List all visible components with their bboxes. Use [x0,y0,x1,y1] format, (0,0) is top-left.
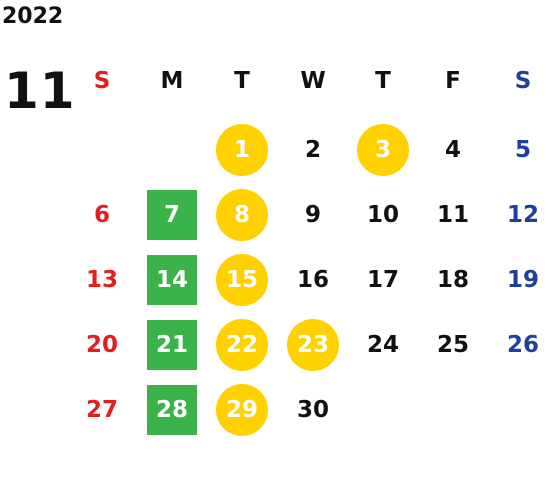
day-15[interactable]: 15 [216,254,268,306]
day-12[interactable]: 12 [506,202,539,228]
day-29[interactable]: 29 [216,384,268,436]
green-highlight-box [147,385,197,435]
day-3[interactable]: 3 [357,124,409,176]
weekday-sunday: S [93,68,111,94]
green-highlight-box [147,255,197,305]
green-highlight-box [147,320,197,370]
day-2[interactable]: 2 [304,137,321,163]
weekday-thursday: T [375,68,391,94]
day-1[interactable]: 1 [216,124,268,176]
day-14[interactable]: 14 [155,267,188,293]
day-4[interactable]: 4 [444,137,461,163]
day-27[interactable]: 27 [85,397,118,423]
day-19[interactable]: 19 [506,267,539,293]
weekday-friday: F [445,68,461,94]
weekday-tuesday: T [234,68,250,94]
day-25[interactable]: 25 [436,332,469,358]
day-5[interactable]: 5 [514,137,531,163]
day-21[interactable]: 21 [155,332,188,358]
day-9[interactable]: 9 [304,202,321,228]
day-24[interactable]: 24 [366,332,399,358]
month-number: 11 [4,62,76,120]
weekday-wednesday: W [300,68,326,94]
day-22[interactable]: 22 [216,319,268,371]
day-8[interactable]: 8 [216,189,268,241]
day-30[interactable]: 30 [296,397,329,423]
day-11[interactable]: 11 [436,202,469,228]
weekday-saturday: S [514,68,532,94]
year-label: 2022 [2,4,64,29]
day-13[interactable]: 13 [85,267,118,293]
day-16[interactable]: 16 [296,267,329,293]
day-28[interactable]: 28 [155,397,188,423]
day-23[interactable]: 23 [287,319,339,371]
day-26[interactable]: 26 [506,332,539,358]
green-highlight-box [147,190,197,240]
day-17[interactable]: 17 [366,267,399,293]
day-18[interactable]: 18 [436,267,469,293]
day-20[interactable]: 20 [85,332,118,358]
day-7[interactable]: 7 [163,202,180,228]
weekday-monday: M [160,68,184,94]
day-6[interactable]: 6 [93,202,110,228]
day-10[interactable]: 10 [366,202,399,228]
